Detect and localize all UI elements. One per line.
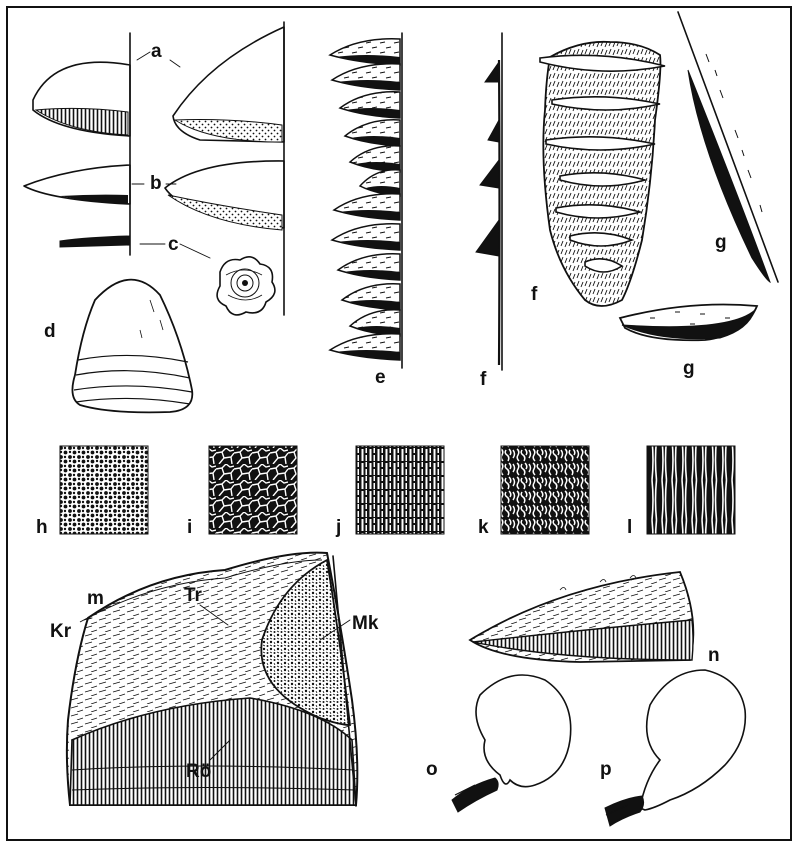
texture-swatches: h i j k l — [36, 446, 735, 538]
swatch-i — [209, 446, 297, 534]
swatch-h — [60, 446, 148, 534]
label-g-2: g — [683, 358, 695, 379]
figure-n: n — [470, 572, 720, 666]
stacked-bracket — [330, 334, 400, 360]
label-h: h — [36, 517, 48, 538]
label-g-1: g — [715, 232, 727, 253]
stacked-bracket — [350, 146, 400, 172]
label-l: l — [627, 517, 632, 538]
stacked-bracket — [360, 170, 400, 196]
rosette-c — [217, 257, 275, 315]
label-b: b — [150, 173, 162, 194]
label-e: e — [375, 367, 386, 388]
label-n: n — [708, 645, 720, 666]
figure-f-profile: f — [476, 33, 502, 390]
label-Ro: Rö — [186, 761, 211, 782]
figure-o: o — [426, 675, 571, 812]
figure-m: m Tr Kr Mk Rö — [50, 553, 379, 806]
label-d: d — [44, 321, 56, 342]
label-j: j — [335, 517, 341, 538]
label-c: c — [168, 234, 179, 255]
stacked-bracket — [334, 194, 400, 220]
label-a: a — [151, 41, 162, 62]
label-Mk: Mk — [352, 613, 379, 634]
stacked-bracket — [332, 64, 400, 90]
label-i: i — [187, 517, 192, 538]
stacked-bracket — [342, 284, 400, 310]
stacked-bracket — [332, 224, 400, 250]
stacked-bracket — [338, 254, 400, 280]
figure-e: e — [330, 33, 402, 388]
swatch-l — [647, 446, 735, 534]
stacked-bracket — [345, 120, 400, 146]
stacked-bracket — [350, 310, 400, 336]
figure-p: p — [600, 670, 745, 826]
figure-abc: a b c — [24, 22, 284, 315]
label-f-profile: f — [480, 369, 487, 390]
stacked-bracket — [340, 92, 400, 118]
figure-f-column: f — [531, 42, 665, 306]
label-p: p — [600, 759, 612, 780]
swatch-j — [356, 446, 444, 534]
label-m: m — [87, 588, 104, 609]
stacked-bracket — [330, 39, 400, 65]
bracket-c-left — [60, 236, 130, 247]
label-o: o — [426, 759, 438, 780]
label-Kr: Kr — [50, 621, 72, 642]
swatch-k — [501, 446, 589, 534]
label-Tr: Tr — [184, 585, 203, 606]
figure-d: d — [44, 280, 192, 413]
label-k: k — [478, 517, 489, 538]
label-f-column: f — [531, 284, 538, 305]
